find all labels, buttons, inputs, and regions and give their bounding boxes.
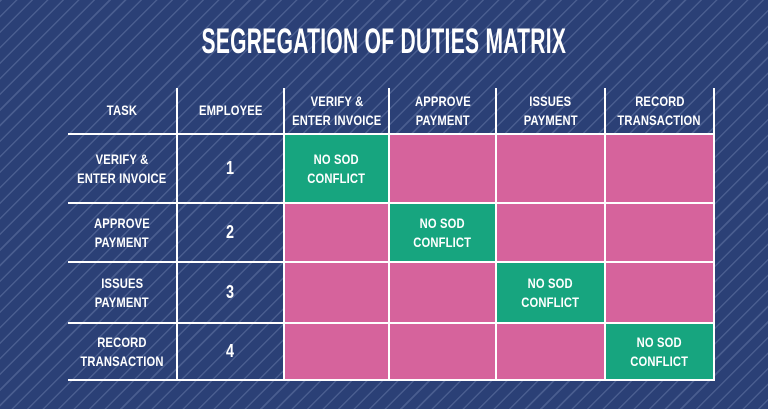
row-label-text: ISSUES xyxy=(100,275,144,292)
cell-sod-conflict xyxy=(606,135,715,204)
no-sod-conflict-label: NO SOD xyxy=(527,275,574,292)
column-header-label: ENTER INVOICE xyxy=(291,111,382,128)
cell-sod-conflict xyxy=(390,135,497,204)
row-label-text: TRANSACTION xyxy=(80,352,164,369)
cell-no-sod-conflict: NO SOD CONFLICT xyxy=(606,324,715,381)
no-sod-conflict-label: CONFLICT xyxy=(307,169,366,186)
column-header-verify-enter-invoice: VERIFY & ENTER INVOICE xyxy=(285,88,390,135)
cell-sod-conflict xyxy=(390,263,497,324)
no-sod-conflict-label: NO SOD xyxy=(636,334,683,351)
column-header-employee: EMPLOYEE xyxy=(178,88,285,135)
employee-number-cell: 2 xyxy=(178,204,285,263)
no-sod-conflict-label: CONFLICT xyxy=(521,293,580,310)
employee-number-cell: 1 xyxy=(178,135,285,204)
employee-number: 1 xyxy=(226,157,235,178)
employee-number-cell: 3 xyxy=(178,263,285,324)
row-label-verify-enter-invoice: VERIFY & ENTER INVOICE xyxy=(68,135,178,204)
column-header-label: EMPLOYEE xyxy=(198,102,263,119)
column-header-label: PAYMENT xyxy=(415,111,470,128)
employee-number: 3 xyxy=(226,281,235,302)
no-sod-conflict-label: CONFLICT xyxy=(630,352,689,369)
cell-sod-conflict xyxy=(497,324,606,381)
row-label-record-transaction: RECORD TRANSACTION xyxy=(68,324,178,381)
column-header-task: TASK xyxy=(68,88,178,135)
no-sod-conflict-label: CONFLICT xyxy=(413,233,472,250)
cell-sod-conflict xyxy=(285,204,390,263)
column-header-record-transaction: RECORD TRANSACTION xyxy=(606,88,715,135)
page-title-text: SEGREGATION OF DUTIES MATRIX xyxy=(201,22,567,61)
row-label-text: APPROVE xyxy=(94,215,150,232)
employee-number: 2 xyxy=(226,221,235,242)
column-header-label: TRANSACTION xyxy=(617,111,702,128)
employee-number: 4 xyxy=(226,340,235,361)
no-sod-conflict-label: NO SOD xyxy=(313,151,360,168)
cell-no-sod-conflict: NO SOD CONFLICT xyxy=(285,135,390,204)
cell-sod-conflict xyxy=(606,204,715,263)
row-label-text: PAYMENT xyxy=(94,233,150,250)
column-header-label: ISSUES xyxy=(529,93,572,110)
column-header-label: TASK xyxy=(106,102,138,119)
cell-sod-conflict xyxy=(285,324,390,381)
page-title: SEGREGATION OF DUTIES MATRIX xyxy=(0,22,768,62)
row-label-approve-payment: APPROVE PAYMENT xyxy=(68,204,178,263)
sod-matrix-table: TASK EMPLOYEE VERIFY & ENTER INVOICE APP… xyxy=(68,88,715,381)
column-header-label: PAYMENT xyxy=(523,111,578,128)
cell-sod-conflict xyxy=(606,263,715,324)
column-header-issues-payment: ISSUES PAYMENT xyxy=(497,88,606,135)
row-label-text: VERIFY & xyxy=(95,151,149,168)
cell-no-sod-conflict: NO SOD CONFLICT xyxy=(390,204,497,263)
row-label-issues-payment: ISSUES PAYMENT xyxy=(68,263,178,324)
column-header-label: VERIFY & xyxy=(310,93,363,110)
employee-number-cell: 4 xyxy=(178,324,285,381)
cell-sod-conflict xyxy=(497,204,606,263)
column-header-approve-payment: APPROVE PAYMENT xyxy=(390,88,497,135)
cell-sod-conflict xyxy=(285,263,390,324)
row-label-text: ENTER INVOICE xyxy=(77,169,167,186)
column-header-label: APPROVE xyxy=(414,93,471,110)
row-label-text: PAYMENT xyxy=(94,293,150,310)
cell-no-sod-conflict: NO SOD CONFLICT xyxy=(497,263,606,324)
no-sod-conflict-label: NO SOD xyxy=(419,215,466,232)
cell-sod-conflict xyxy=(390,324,497,381)
column-header-label: RECORD xyxy=(634,93,685,110)
row-label-text: RECORD xyxy=(97,334,147,351)
cell-sod-conflict xyxy=(497,135,606,204)
